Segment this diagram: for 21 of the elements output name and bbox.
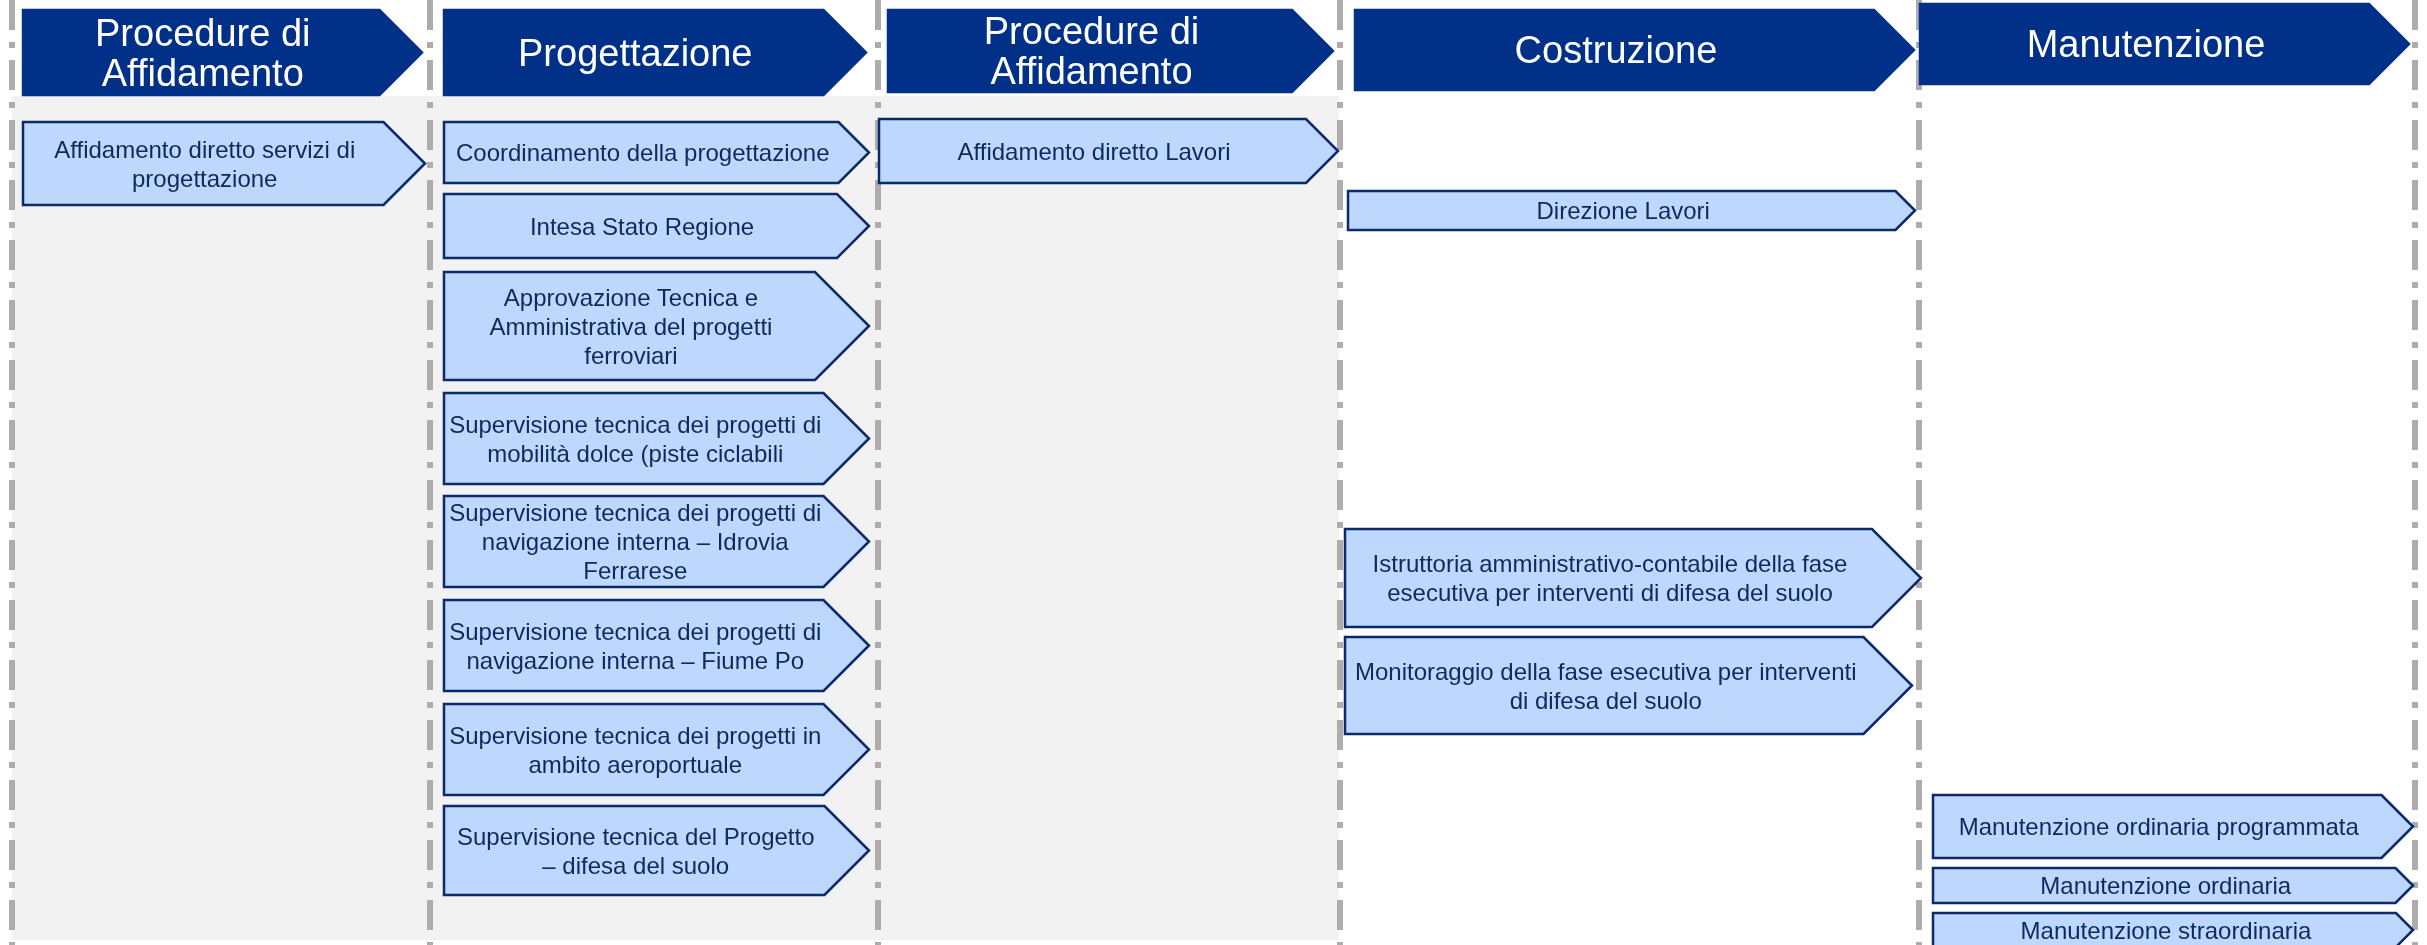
activity-step: Approvazione Tecnica e Amministrativa del progetti ferroviari [443,271,870,381]
activity-step: Affidamento diretto Lavori [878,118,1339,184]
phase-header: Manutenzione [1919,3,2410,85]
phase-header: Costruzione [1354,9,1915,91]
activity-step: Manutenzione ordinaria programmata [1932,794,2414,859]
activity-step: Affidamento diretto servizi di progettazione [22,121,426,206]
activity-step: Supervisione tecnica dei progetti in ambito aeroportuale [443,703,870,796]
activity-step: Supervisione tecnica dei progetti di navigazione interna – Fiume Po [443,599,870,692]
activity-step: Istruttoria amministrativo-contabile della fase esecutiva per interventi di difesa del suolo [1344,528,1922,628]
phase-header: Progettazione [443,9,867,96]
activity-step: Monitoraggio della fase esecutiva per interventi di difesa del suolo [1344,636,1913,735]
activity-step: Supervisione tecnica dei progetti di navigazione interna – Idrovia Ferrarese [443,495,870,588]
phase-header: Procedure di Affidamento [22,9,423,96]
activity-step: Direzione Lavori [1347,190,1916,231]
activity-step: Supervisione tecnica dei progetti di mobilità dolce (piste ciclabili [443,392,870,485]
phase-header: Procedure di Affidamento [887,9,1334,93]
activity-step: Manutenzione ordinaria [1932,867,2414,904]
activity-step: Coordinamento della progettazione [443,121,870,184]
activity-step: Intesa Stato Regione [443,193,870,259]
activity-step: Supervisione tecnica del Progetto – difesa del suolo [443,805,870,896]
activity-step: Manutenzione straordinaria [1932,912,2414,945]
